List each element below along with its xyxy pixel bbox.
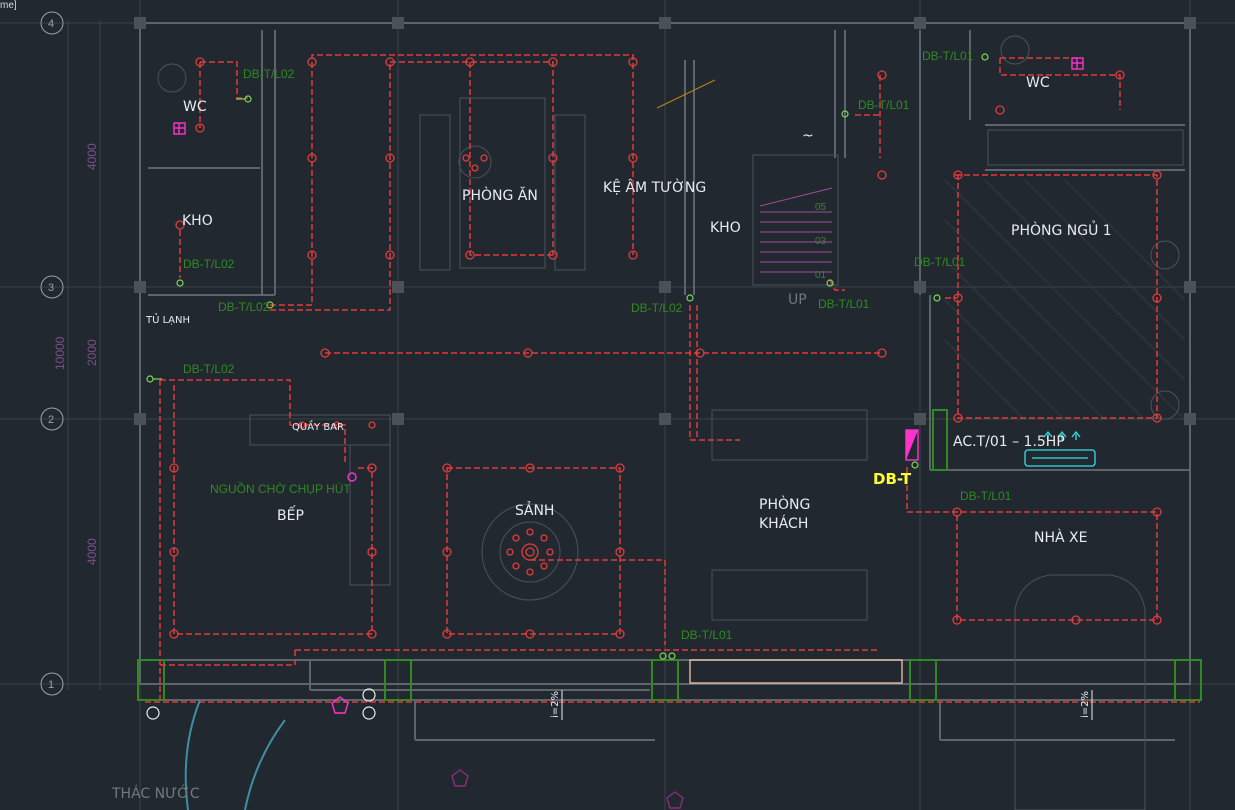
room-phong-khach-line2: KHÁCH bbox=[759, 515, 808, 532]
room-wc-right: WC bbox=[1026, 75, 1050, 91]
dimension-bottom: 4000 bbox=[85, 538, 99, 565]
label-tu-lanh: TỦ LẠNH bbox=[145, 312, 190, 326]
tag-l01-corridor: DB-T/L01 bbox=[858, 98, 910, 112]
stair-up-label: UP bbox=[788, 292, 807, 308]
tag-l02-dining: DB-T/L02 bbox=[218, 300, 270, 314]
label-quay-bar: QUẦY BAR bbox=[292, 419, 344, 433]
room-wc-left: WC bbox=[183, 99, 207, 115]
dimension-total: 10000 bbox=[53, 336, 67, 370]
tag-l01-stair: DB-T/L01 bbox=[818, 297, 870, 311]
tag-l02-wc: DB-T/L02 bbox=[243, 67, 295, 81]
panel-db-t: DB-T bbox=[873, 470, 912, 488]
tag-l02-kho: DB-T/L02 bbox=[183, 257, 235, 271]
stair-break-symbol: ~ bbox=[802, 128, 814, 144]
tag-l01-wc: DB-T/L01 bbox=[922, 49, 974, 63]
room-ke-am-tuong: KỆ ÂM TƯỜNG bbox=[603, 178, 706, 196]
tag-l02-hall: DB-T/L02 bbox=[631, 301, 683, 315]
room-phong-ngu: PHÒNG NGỦ 1 bbox=[1011, 220, 1112, 239]
dimension-middle: 2000 bbox=[85, 339, 99, 366]
tag-nguon-cho-chup-hut: NGUỒN CHỜ CHỤP HÚT bbox=[210, 481, 351, 496]
slope-label-center: i=2% bbox=[550, 691, 561, 718]
grid-axis-4: 4 bbox=[48, 18, 54, 30]
slope-label-right: i=2% bbox=[1080, 691, 1091, 718]
room-phong-khach-line1: PHÒNG bbox=[759, 495, 810, 513]
stair-step-03: 03 bbox=[815, 236, 827, 247]
dimension-top: 4000 bbox=[85, 143, 99, 170]
tag-l02-kitchen: DB-T/L02 bbox=[183, 362, 235, 376]
tag-l01-garage: DB-T/L01 bbox=[960, 489, 1012, 503]
room-kho-left: KHO bbox=[182, 213, 213, 229]
stair-step-05: 05 bbox=[815, 202, 827, 213]
label-ac-unit: AC.T/01 – 1.5HP bbox=[953, 434, 1065, 450]
room-bep: BẾP bbox=[277, 505, 304, 524]
label-thac-nuoc: THÁC NƯỚC bbox=[111, 784, 200, 802]
tag-l01-entry: DB-T/L01 bbox=[681, 628, 733, 642]
room-nha-xe: NHÀ XE bbox=[1034, 529, 1087, 546]
grid-axis-2: 2 bbox=[48, 414, 54, 426]
grid-axis-3: 3 bbox=[48, 282, 54, 294]
room-sanh: SẢNH bbox=[515, 501, 554, 519]
corner-label: me] bbox=[0, 0, 17, 11]
tag-l01-bedroom: DB-T/L01 bbox=[914, 255, 966, 269]
grid-axis-1: 1 bbox=[48, 679, 54, 691]
room-phong-an: PHÒNG ĂN bbox=[462, 186, 538, 204]
room-kho-center: KHO bbox=[710, 220, 741, 236]
stair-step-01: 01 bbox=[815, 270, 827, 281]
